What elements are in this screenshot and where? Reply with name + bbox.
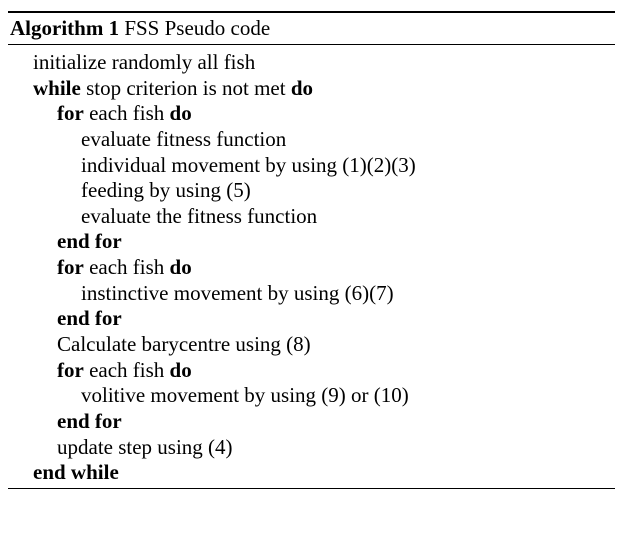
algorithm-title: FSS Pseudo code [124, 16, 271, 40]
bottom-rule [8, 487, 615, 489]
pseudocode-line: for each fish do [8, 358, 615, 384]
pseudocode-line: end while [8, 460, 615, 486]
statement-text: evaluate the fitness function [81, 203, 318, 228]
algorithm-label: Algorithm 1 [10, 16, 120, 40]
keyword: end for [57, 306, 122, 331]
algorithm-caption: Algorithm 1 FSS Pseudo code [8, 13, 615, 44]
statement-text: instinctive movement by using (6)(7) [81, 280, 394, 305]
pseudocode-line: Calculate barycentre using (8) [8, 332, 615, 358]
statement-text: initialize randomly all fish [33, 50, 256, 74]
caption-rule [8, 44, 615, 45]
pseudocode-line: initialize randomly all fish [8, 50, 615, 76]
pseudocode-line: update step using (4) [8, 435, 615, 461]
keyword: end for [57, 229, 122, 254]
statement-text: each fish [83, 255, 170, 280]
keyword: end for [57, 408, 122, 433]
statement-text: stop criterion is not met [80, 75, 291, 100]
pseudocode-line: evaluate the fitness function [8, 204, 615, 230]
keyword: while [33, 75, 81, 100]
statement-text: feeding by using (5) [81, 178, 251, 203]
keyword: do [169, 101, 192, 126]
pseudocode-line: end for [8, 229, 615, 255]
pseudocode-line: feeding by using (5) [8, 178, 615, 204]
keyword: for [57, 101, 84, 126]
statement-text: evaluate fitness function [81, 126, 287, 151]
pseudocode-line: volitive movement by using (9) or (10) [8, 383, 615, 409]
keyword: do [169, 357, 192, 382]
statement-text: update step using (4) [57, 434, 233, 459]
pseudocode-line: for each fish do [8, 101, 615, 127]
pseudocode-line: while stop criterion is not met do [8, 76, 615, 102]
statement-text: each fish [83, 357, 170, 382]
keyword: end while [33, 460, 119, 485]
statement-text: volitive movement by using (9) or (10) [81, 383, 409, 408]
pseudocode-line: end for [8, 409, 615, 435]
keyword: do [290, 75, 314, 100]
algorithm-block: Algorithm 1 FSS Pseudo code initialize r… [8, 11, 615, 489]
pseudocode-line: evaluate fitness function [8, 127, 615, 153]
statement-text: individual movement by using (1)(2)(3) [81, 152, 416, 177]
pseudocode-line: end for [8, 306, 615, 332]
keyword: for [57, 255, 84, 280]
pseudocode-line: individual movement by using (1)(2)(3) [8, 153, 615, 179]
keyword: do [169, 255, 192, 280]
pseudocode-line: instinctive movement by using (6)(7) [8, 281, 615, 307]
keyword: for [57, 357, 84, 382]
statement-text: Calculate barycentre using (8) [57, 332, 311, 357]
statement-text: each fish [83, 101, 170, 126]
top-rule [8, 11, 615, 13]
pseudocode-line: for each fish do [8, 255, 615, 281]
